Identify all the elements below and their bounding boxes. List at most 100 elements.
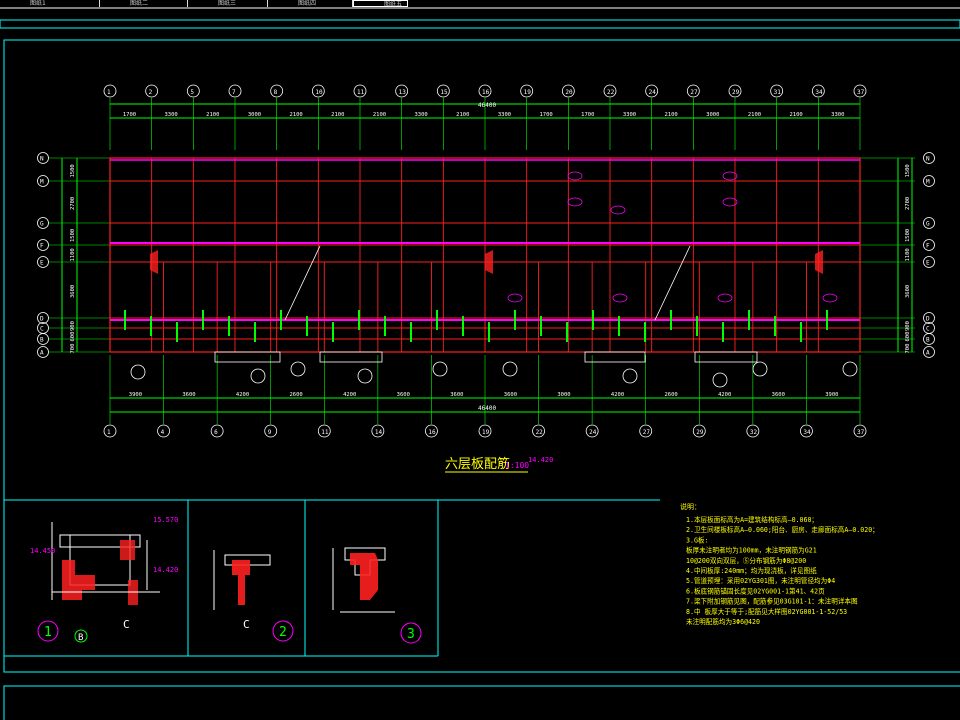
row-label-right: B	[926, 337, 930, 344]
dim-text-right: 900	[905, 321, 911, 331]
sheet-tab-active[interactable]: 图纸五	[353, 0, 408, 8]
section-callout	[712, 372, 728, 388]
dim-text-bottom: 3900	[825, 392, 838, 398]
stair-fan	[150, 250, 158, 274]
row-label-left: N	[40, 156, 44, 163]
axis-bubble-bottom	[639, 424, 653, 438]
axis-label-bottom: 34	[803, 429, 811, 436]
notes-heading: 说明：	[680, 502, 701, 511]
axis-bubble-bottom	[853, 424, 867, 438]
sheet-tab[interactable]: 图纸四	[268, 0, 353, 7]
row-label-right: N	[926, 156, 930, 163]
row-bubble-right	[923, 333, 935, 345]
axis-label-top: 22	[607, 89, 615, 96]
dim-text-right: 600	[905, 332, 911, 342]
axis-bubble-top	[520, 84, 534, 98]
detail-3-marker: 3	[407, 627, 415, 642]
dim-text-top: 3000	[706, 112, 719, 118]
axis-bubble-top	[811, 84, 825, 98]
detail-3: 3	[332, 547, 422, 644]
axis-bubble-top	[603, 84, 617, 98]
dim-text-right: 1500	[905, 164, 911, 177]
axis-label-bottom: 32	[750, 429, 758, 436]
total-dim-top: 46400	[478, 102, 496, 109]
axis-bubble-top	[311, 84, 325, 98]
note-line: 8.中 板厚大于等于;配筋见大样图02YG001-1-52/53	[686, 607, 847, 616]
note-line: 3.G板:	[686, 535, 708, 544]
panel-tag	[507, 293, 523, 303]
dim-text-bottom: 4200	[611, 392, 624, 398]
axis-bubble-bottom	[103, 424, 117, 438]
dim-text-left: 1100	[70, 248, 76, 261]
row-bubble-right	[923, 152, 935, 164]
axis-bubble-bottom	[478, 424, 492, 438]
axis-bubble-top	[228, 84, 242, 98]
axis-label-top: 34	[815, 89, 823, 96]
section-callout	[842, 361, 858, 377]
row-bubble-right	[923, 217, 935, 229]
dim-text-top: 3300	[415, 112, 428, 118]
sheet-tab[interactable]: 图纸三	[188, 0, 268, 7]
section-callout	[752, 361, 768, 377]
note-line: 5.管道预埋：采用02YG301图，未注明管径均为Φ4	[686, 576, 835, 585]
axis-bubble-top	[270, 84, 284, 98]
dim-text-bottom: 4200	[343, 392, 356, 398]
section-callout	[357, 368, 373, 384]
sheet-tab[interactable]: 图纸二	[100, 0, 188, 7]
section-callout	[130, 364, 146, 380]
panel-tag	[717, 293, 733, 303]
row-bubble-left	[37, 256, 49, 268]
axis-bubble-top	[645, 84, 659, 98]
dim-text-top: 3300	[831, 112, 844, 118]
slab-diagonal	[284, 245, 321, 321]
note-line: 6.板底钢筋锚固长度见02YG001-1第41、42页	[686, 586, 825, 595]
axis-label-bottom: 11	[321, 429, 329, 436]
axis-label-top: 16	[482, 89, 490, 96]
axis-bubble-bottom	[317, 424, 331, 438]
axis-label-top: 37	[857, 89, 865, 96]
section-callout	[290, 361, 306, 377]
axis-label-top: 2	[149, 89, 153, 96]
row-label-right: M	[926, 179, 930, 186]
balcony-outline	[694, 351, 758, 363]
detail-1-elev-c: 14.420	[153, 566, 178, 574]
row-label-right: C	[926, 326, 930, 333]
dim-text-top: 2100	[790, 112, 803, 118]
axis-label-bottom: 6	[214, 429, 218, 436]
row-label-left: B	[40, 337, 44, 344]
panel-tag	[567, 197, 583, 207]
axis-label-bottom: 24	[589, 429, 597, 436]
section-callout	[502, 361, 518, 377]
balcony-outline	[319, 351, 383, 363]
section-callout	[250, 368, 266, 384]
dim-text-bottom: 4200	[718, 392, 731, 398]
axis-bubble-bottom	[210, 424, 224, 438]
detail-1-axis-c: C	[123, 618, 130, 631]
slab-diagonal	[654, 245, 691, 321]
dim-text-top: 2100	[206, 112, 219, 118]
dim-text-bottom: 3600	[397, 392, 410, 398]
dim-text-bottom: 3600	[182, 392, 195, 398]
sheet-tab-bar: 图纸1 图纸二 图纸三 图纸四 图纸五	[0, 0, 960, 8]
axis-label-top: 29	[732, 89, 740, 96]
row-label-left: C	[40, 326, 44, 333]
axis-bubble-bottom	[425, 424, 438, 438]
axis-bubble-top	[436, 84, 450, 98]
dim-text-right: 1100	[905, 248, 911, 261]
panel-tag	[722, 197, 738, 207]
note-line: 2.卫生间楼板标高A—0.060;阳台、厨房、走廊面标高A—0.020；	[686, 525, 879, 534]
axis-label-bottom: 37	[857, 429, 865, 436]
dim-text-bottom: 4200	[236, 392, 249, 398]
axis-bubble-top	[186, 84, 200, 98]
section-callout	[432, 361, 448, 377]
sheet-tab[interactable]: 图纸1	[0, 0, 100, 7]
detail-1-marker: 1	[44, 625, 52, 640]
dim-text-right: 3600	[905, 285, 911, 298]
dim-text-top: 2100	[373, 112, 386, 118]
axis-label-top: 10	[315, 89, 323, 96]
note-line: 板厚未注明者均为100mm，未注明钢筋为G21	[686, 546, 817, 555]
row-bubble-right	[923, 175, 935, 187]
row-label-right: D	[926, 316, 930, 323]
